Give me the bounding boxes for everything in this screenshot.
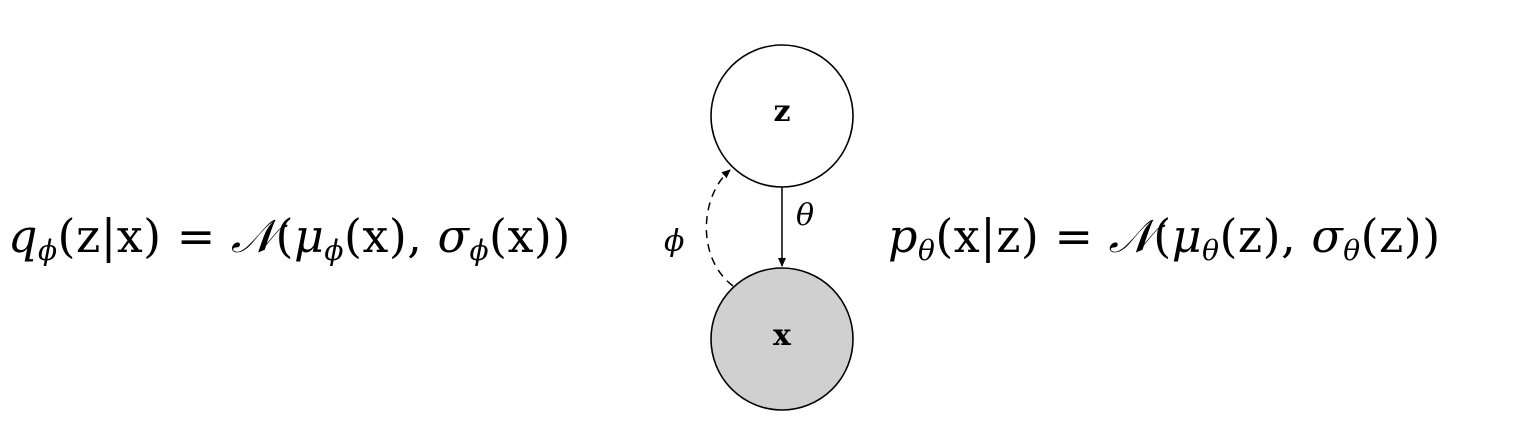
observed-node-label: x [773, 318, 791, 353]
decoder-normal-symbol: 𝒩 [1108, 209, 1154, 263]
encoder-open-paren: ( [275, 209, 294, 263]
decoder-mu-arg: (z), [1219, 209, 1312, 263]
encoder-q: q [8, 209, 38, 263]
decoder-open-paren: ( [1153, 209, 1172, 263]
inference-edge [705, 169, 734, 287]
inference-edge-label: ϕ [664, 224, 685, 259]
decoder-sigma: σ [1311, 209, 1344, 263]
encoder-mu-arg: (x), [343, 209, 438, 263]
decoder-mu-subscript: θ [1202, 234, 1220, 267]
decoder-p-subscript: θ [917, 234, 936, 267]
latent-node-label: z [773, 94, 791, 129]
encoder-lhs-args: (z|x) = [57, 209, 231, 263]
encoder-q-subscript: ϕ [37, 234, 58, 267]
encoder-sigma-arg: (x)) [489, 209, 571, 263]
decoder-mu: μ [1171, 209, 1203, 263]
encoder-normal-symbol: 𝒩 [230, 209, 276, 263]
decoder-lhs-args: (x|z) = [935, 209, 1109, 263]
observed-node-x [710, 267, 854, 411]
encoder-mu: μ [293, 209, 325, 263]
decoder-sigma-arg: (z)) [1360, 209, 1441, 263]
generative-edge-label: θ [796, 198, 815, 233]
decoder-sigma-subscript: θ [1343, 234, 1361, 267]
decoder-p: p [888, 209, 918, 263]
encoder-sigma-subscript: ϕ [469, 234, 490, 267]
decoder-equation: pθ(x|z) = 𝒩(μθ(z), σθ(z)) [888, 196, 1441, 276]
encoder-equation: qϕ(z|x) = 𝒩(μϕ(x), σϕ(x)) [8, 196, 571, 276]
encoder-sigma: σ [437, 209, 470, 263]
encoder-mu-subscript: ϕ [324, 234, 344, 267]
